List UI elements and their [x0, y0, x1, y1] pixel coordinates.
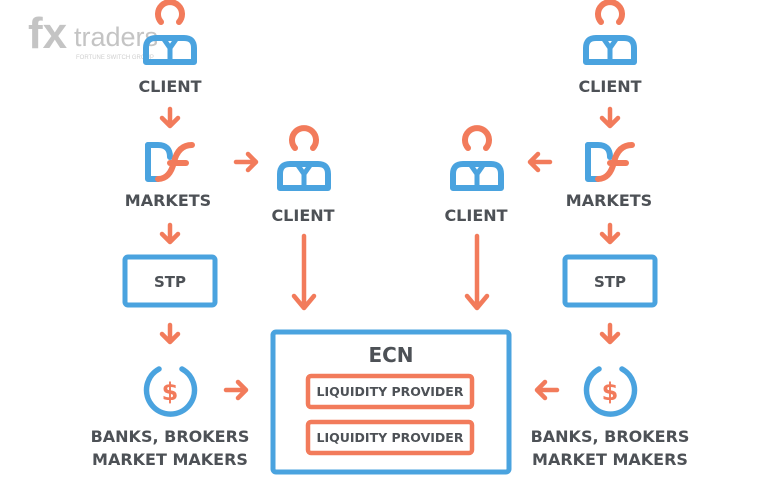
client-icon — [453, 128, 501, 188]
left-stp: STP — [122, 254, 218, 308]
ecn-frame — [270, 329, 512, 475]
liquidity-provider-box — [305, 373, 475, 410]
right-markets: MARKETS — [566, 145, 652, 210]
banks-label-line2: MARKET MAKERS — [92, 450, 248, 469]
stp-box — [122, 254, 218, 308]
arrow-icon — [162, 109, 178, 126]
right-stp: STP — [562, 254, 658, 308]
client-label: CLIENT — [578, 77, 641, 96]
liquidity-provider-label: LIQUIDITY PROVIDER — [317, 384, 464, 399]
arrow-icon — [602, 325, 618, 342]
dollar-icon — [583, 366, 638, 417]
stp-label: STP — [154, 273, 186, 291]
markets-label: MARKETS — [125, 191, 211, 210]
markets-icon — [148, 145, 192, 179]
left-client: CLIENT — [138, 2, 202, 96]
liquidity-provider-label: LIQUIDITY PROVIDER — [317, 430, 464, 445]
markets-label: MARKETS — [566, 191, 652, 210]
logo-tagline: FORTUNE SWITCH GROUP — [76, 55, 154, 61]
client-label: CLIENT — [444, 206, 507, 225]
arrow-icon — [537, 382, 557, 398]
left-markets: MARKETS — [125, 145, 211, 210]
dollar-icon — [143, 366, 198, 417]
logo-mark: fx — [28, 9, 68, 58]
dollar-sign: $ — [162, 378, 179, 406]
dollar-sign: $ — [602, 378, 619, 406]
markets-icon — [588, 145, 632, 179]
ecn-box: ECN LIQUIDITY PROVIDER LIQUIDITY PROVIDE… — [270, 329, 512, 475]
arrow-icon — [236, 154, 256, 170]
arrow-icon — [291, 233, 317, 311]
arrow-icon — [602, 225, 618, 242]
arrow-icon — [226, 382, 246, 398]
liquidity-provider-box — [305, 419, 475, 456]
client-label: CLIENT — [138, 77, 201, 96]
arrow-icon — [162, 225, 178, 242]
right-banks: $ BANKS, BROKERS MARKET MAKERS — [531, 366, 690, 469]
arrow-icon — [530, 154, 550, 170]
client-icon — [586, 2, 634, 62]
client-icon — [280, 128, 328, 188]
banks-label-line1: BANKS, BROKERS — [91, 427, 250, 446]
center-left-client: CLIENT — [271, 128, 335, 225]
fxtraders-logo: fx traders FORTUNE SWITCH GROUP — [28, 9, 158, 61]
stp-label: STP — [594, 273, 626, 291]
right-client: CLIENT — [578, 2, 642, 96]
ecn-label: ECN — [368, 343, 413, 367]
client-label: CLIENT — [271, 206, 334, 225]
arrow-icon — [602, 109, 618, 126]
center-right-client: CLIENT — [444, 128, 508, 225]
left-banks: $ BANKS, BROKERS MARKET MAKERS — [91, 366, 250, 469]
banks-label-line2: MARKET MAKERS — [532, 450, 688, 469]
banks-label-line1: BANKS, BROKERS — [531, 427, 690, 446]
arrow-icon — [464, 233, 490, 311]
arrow-icon — [162, 325, 178, 342]
stp-box — [562, 254, 658, 308]
